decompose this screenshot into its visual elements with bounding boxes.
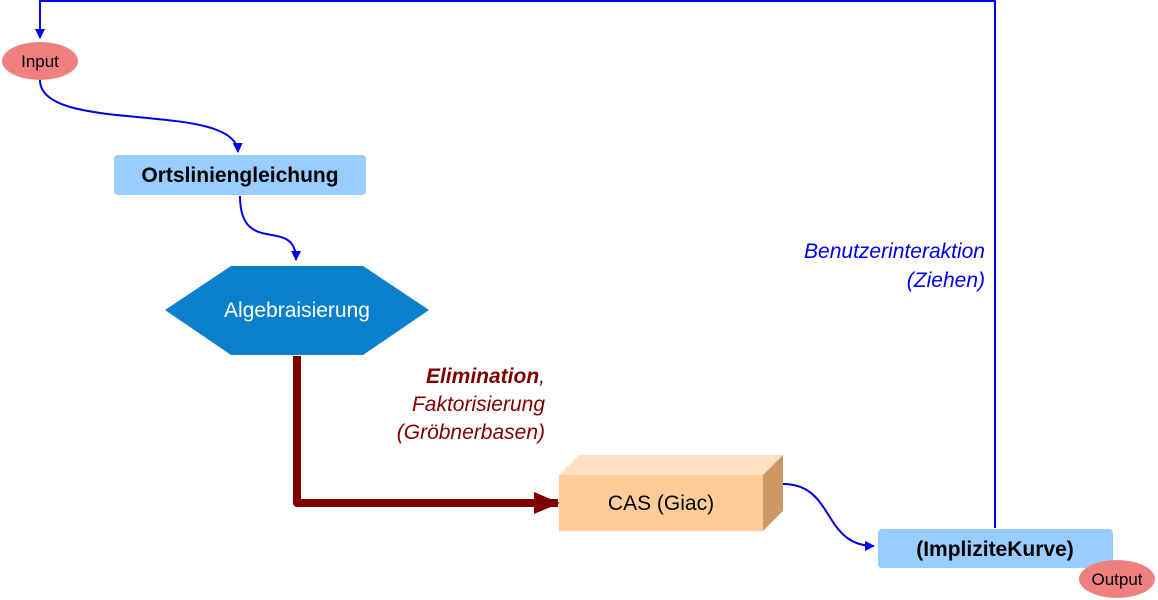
input-node: Input: [2, 42, 78, 80]
algebra-node: Algebraisierung: [165, 266, 429, 355]
implicit-curve-label: (ImpliziteKurve): [916, 538, 1074, 561]
feedback-connector: [35, 0, 996, 528]
svg-text:Elimination,: Elimination,: [426, 365, 545, 388]
input-label: Input: [21, 52, 59, 71]
cas-to-curve-connector: [782, 483, 875, 551]
input-to-equation-connector: [39, 79, 243, 153]
groebner-label: (Gröbnerbasen): [397, 421, 545, 444]
equation-to-algebra-connector: [239, 195, 301, 261]
output-node: Output: [1079, 560, 1155, 598]
interaction-sublabel: (Ziehen): [907, 269, 985, 292]
algebra-to-cas-connector: [293, 356, 560, 514]
algebra-label: Algebraisierung: [224, 299, 370, 322]
elimination-label: Elimination: [426, 365, 539, 388]
cas-node: CAS (Giac): [559, 455, 783, 531]
interaction-annotation: Benutzerinteraktion (Ziehen): [804, 240, 985, 292]
factorization-label: Faktorisierung: [412, 393, 545, 416]
interaction-label: Benutzerinteraktion: [804, 240, 985, 263]
equation-node: Ortsliniengleichung: [114, 155, 366, 195]
cas-label: CAS (Giac): [608, 492, 714, 515]
output-label: Output: [1091, 570, 1142, 589]
elimination-comma: ,: [539, 365, 545, 388]
implicit-curve-node: (ImpliziteKurve): [878, 529, 1113, 568]
equation-label: Ortsliniengleichung: [141, 164, 338, 187]
elimination-annotation: Elimination, Faktorisierung (Gröbnerbase…: [397, 365, 546, 444]
